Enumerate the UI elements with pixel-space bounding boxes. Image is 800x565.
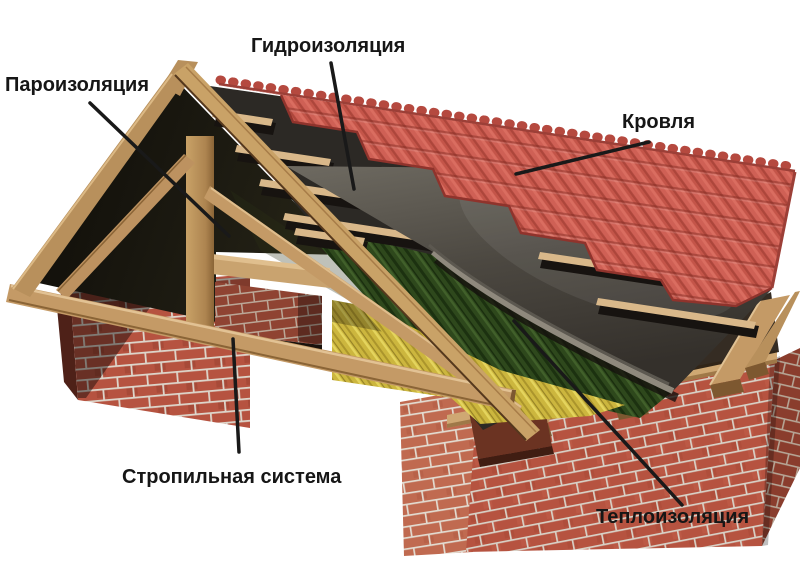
left-rafter — [12, 72, 186, 297]
roof-slope — [196, 75, 800, 430]
label-vapor-barrier: Пароизоляция — [5, 74, 150, 96]
label-thermal-insulation: Теплоизоляция — [596, 506, 750, 528]
red-roofing — [215, 75, 800, 308]
bargeboard-rafter — [174, 63, 540, 441]
membrane-curl-shadow — [434, 255, 679, 403]
insulation-wool-layer — [352, 298, 625, 424]
tie-beam — [6, 284, 516, 411]
king-post — [186, 136, 214, 334]
leader-line-waterproofing — [329, 61, 356, 191]
leader-line-thermal-insulation — [512, 319, 684, 507]
leader-lines — [88, 61, 684, 507]
diagonal-strut-left — [56, 154, 195, 299]
label-waterproofing: Гидроизоляция — [251, 35, 406, 57]
leader-line-roofing — [514, 140, 651, 176]
wall-side-face — [762, 348, 800, 546]
membrane-curl-edge — [431, 249, 675, 394]
label-roofing: Кровля — [622, 111, 696, 133]
wall-end-face — [400, 388, 478, 556]
leader-line-vapor-barrier — [88, 101, 231, 238]
label-rafter-system: Стропильная система — [122, 466, 342, 488]
ridge-purlin-beam — [212, 254, 330, 288]
leader-line-rafter-system — [231, 337, 241, 454]
rafter-tail — [745, 291, 800, 380]
rafter-tail — [709, 295, 790, 398]
rafter-truss — [6, 60, 540, 441]
insulation-green-layer — [300, 224, 672, 424]
ridge-scallops — [215, 75, 800, 172]
wall-corner-shade — [762, 356, 780, 546]
